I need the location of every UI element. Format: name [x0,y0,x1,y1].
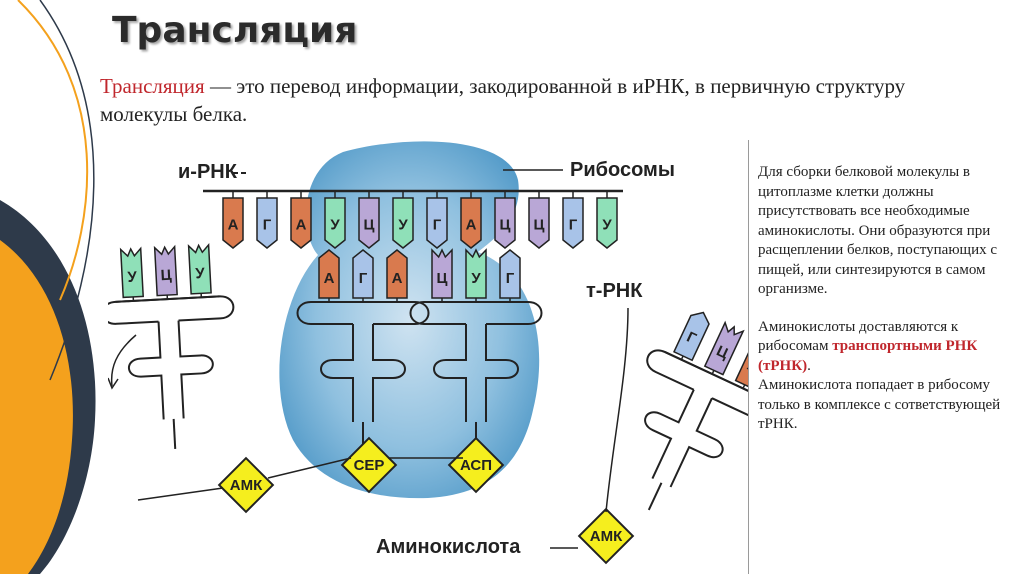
mrna-base-8: Ц [494,197,516,249]
trna-ser-anticodon-1: Г [352,249,374,299]
mrna-base-6-letter: Г [433,216,442,233]
trna-asp-anticodon-0: Ц [431,248,453,299]
ribosome-body [279,141,540,499]
mrna-base-7: А [460,197,482,249]
trna-asp-anticodon-1-letter: У [471,270,481,287]
mrna-base-5-letter: У [398,216,408,233]
trna-ser-anticodon-0-letter: А [324,270,335,287]
trna-left-anticodon-0-letter: У [127,268,138,286]
mrna-base-1: Г [256,197,278,249]
mrna-base-7-letter: А [466,216,477,233]
mrna-base-5: У [392,197,414,249]
trna-right-pointer [605,307,629,513]
trna-asp: Ц У Г АСП [409,248,543,494]
trna-ser-anticodon-2-letter: А [392,270,403,287]
mrna-base-3-letter: У [330,216,340,233]
mrna-base-11: У [596,197,618,249]
mrna-base-2-letter: А [296,216,307,233]
trna-right-acceptor-stem [647,482,663,511]
column-divider [748,140,749,574]
peptide-chain [137,457,463,501]
deco-arc-line [17,0,89,301]
trna-right-anticodon-0: Г [673,311,710,362]
trna-right-anticodon-2: А [734,340,748,390]
amino-left: АМК [217,456,275,514]
amino-acid-label: Аминокислота [376,536,521,558]
amino-ser: СЕР [340,436,398,494]
mrna-base-0-letter: А [228,216,239,233]
deco-orange-shape [0,240,73,574]
trna-asp-anticodon-2-letter: Г [506,270,515,287]
trna-ser: А Г А СЕР [296,249,430,494]
mrna-base-9: Ц [528,197,550,249]
trna-left: У Ц У АМК [108,242,275,514]
trna-ser-anticodon-2: А [386,249,408,299]
ribosome-label: Рибосомы [570,159,675,181]
trna-ser-anticodon-1-letter: Г [359,270,368,287]
trna-label: т-РНК [586,280,643,302]
amino-left-label: АМК [230,477,263,494]
side-p2-end: . [807,357,811,374]
mrna-base-3: У [324,197,346,249]
mrna-base-4: Ц [358,197,380,249]
amino-right-label: АМК [590,528,623,545]
amino-asp-label: АСП [460,457,492,474]
side-paragraph-2: Аминокислоты доставляются к рибосомам тр… [758,318,1022,377]
page-title: Трансляция [112,10,358,51]
mrna-label: и-РНК [178,161,238,183]
side-p2-highlight: транспортными РНК (тРНК) [758,338,978,374]
mrna-base-10: Г [562,197,584,249]
mrna-base-10-letter: Г [569,216,578,233]
trna-left-anticodon-1-letter: Ц [160,267,172,285]
mrna-base-11-letter: У [602,216,612,233]
mrna-base-2: А [290,197,312,249]
amino-asp: АСП [447,436,505,494]
mrna-base-1-letter: Г [263,216,272,233]
side-paragraph-1: Для сборки белковой молекулы в цитоплазм… [758,164,998,297]
trna-asp-anticodon-2: Г [499,249,521,299]
amino-ser-label: СЕР [354,457,385,474]
trna-asp-anticodon-0-letter: Ц [437,270,448,287]
intro-text: — это перевод информации, закодированной… [100,74,906,126]
trna-asp-anticodon-1: У [465,248,487,299]
amino-right: АМК [577,507,635,565]
trna-left-anticodon-2: У [187,242,212,295]
mrna-base-4-letter: Ц [364,216,375,233]
mrna-base-8-letter: Ц [500,216,511,233]
intro-paragraph: Трансляция — это перевод информации, зак… [100,72,980,128]
mrna-base-9-letter: Ц [534,216,545,233]
side-paragraph-3: Аминокислота попадает в рибосому только … [758,377,1001,432]
exit-arrow [110,334,137,387]
trna-left-anticodon-0: У [119,246,144,299]
trna-left-anticodon-1: Ц [153,244,178,297]
intro-term: Трансляция [100,74,205,98]
trna-right-anticodon-2-letter: А [745,357,748,377]
deco-arc-line-2 [39,0,95,381]
trna-right-anticodon-1: Ц [703,320,745,376]
trna-right: ГЦА АМК [577,307,748,565]
trna-left-acceptor-stem [172,418,177,449]
exit-arrow-head [108,377,119,390]
trna-left-cloverleaf [108,295,235,420]
side-p2-text: Аминокислоты доставляются к рибосомам [758,318,959,355]
trna-left-anticodon-2-letter: У [195,265,206,283]
mrna-base-6: Г [426,197,448,249]
trna-ser-anticodon-0: А [318,249,340,299]
side-text: Для сборки белковой молекулы в цитоплазм… [758,163,1022,453]
mrna-base-0: А [222,197,244,249]
